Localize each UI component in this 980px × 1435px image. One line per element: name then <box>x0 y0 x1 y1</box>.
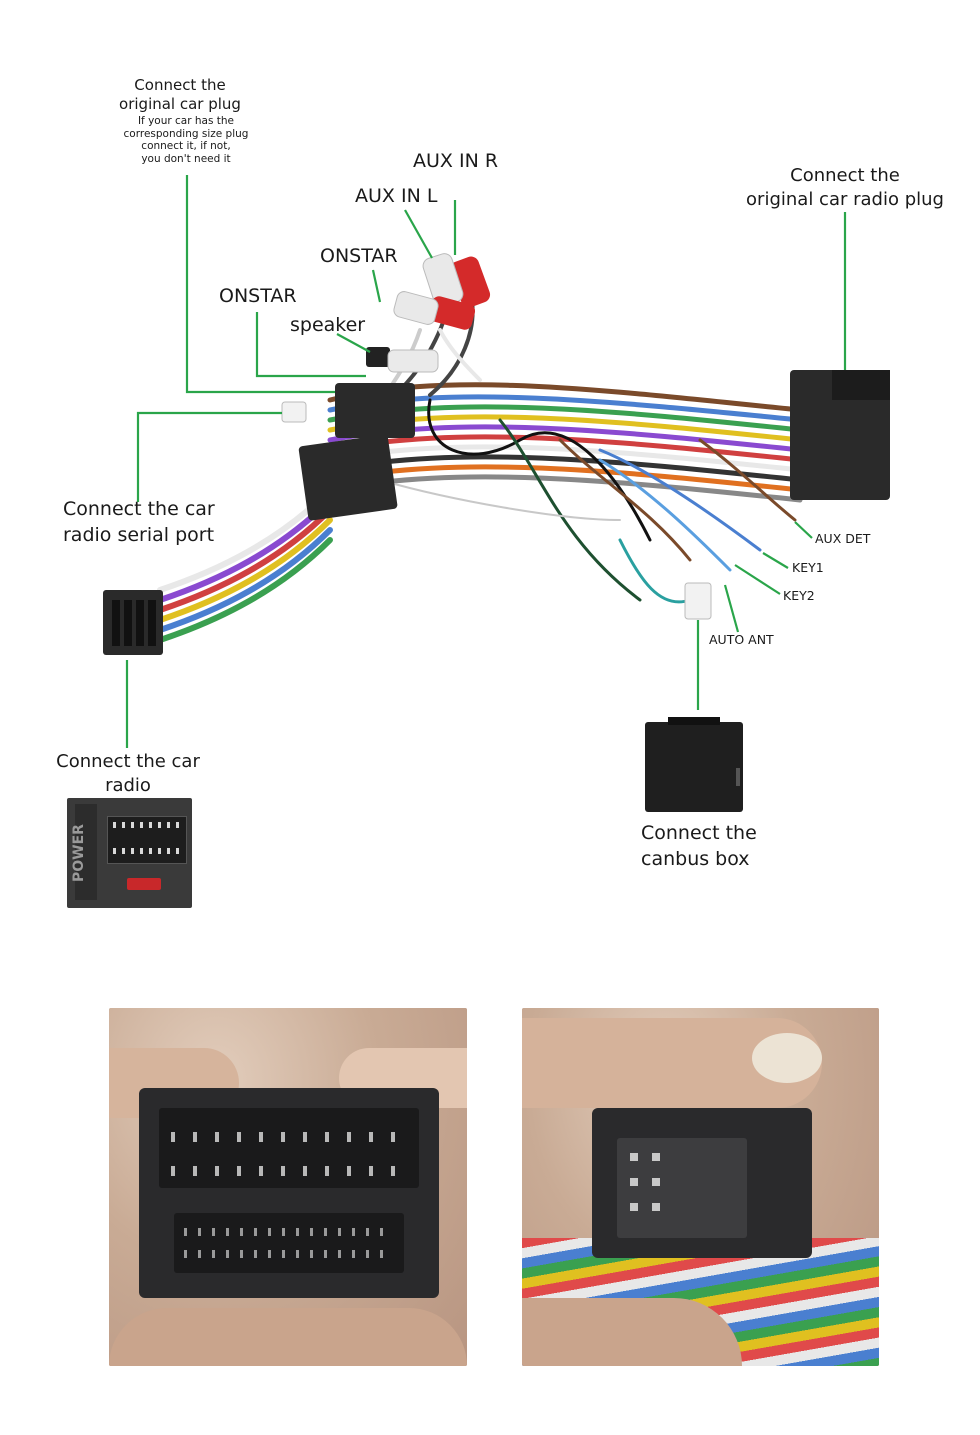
original-car-plug-note: If your car has the corresponding size p… <box>123 115 249 165</box>
serial-plug <box>281 401 307 423</box>
speaker-label: speaker <box>290 314 366 336</box>
key2-label: KEY2 <box>783 588 815 603</box>
fuse-icon <box>127 878 161 890</box>
connectors <box>103 370 890 655</box>
aux-in-l-label: AUX IN L <box>355 185 438 207</box>
canbus-box-label: Connect the canbus box <box>641 822 757 870</box>
key1-label: KEY1 <box>792 560 824 575</box>
aux-det-label: AUX DET <box>815 531 871 546</box>
original-radio-plug-label: Connect the original car radio plug <box>746 165 944 210</box>
large-connector-photo <box>109 1008 467 1366</box>
serial-port-label: Connect the car radio serial port <box>63 498 215 546</box>
onstar-label-2: ONSTAR <box>219 285 297 307</box>
power-panel-text: POWER <box>71 824 87 882</box>
power-socket-photo: POWER <box>67 798 192 908</box>
onstar-label-1: ONSTAR <box>320 245 398 267</box>
auto-ant-label: AUTO ANT <box>709 632 774 647</box>
aux-in-r-label: AUX IN R <box>413 150 499 172</box>
original-car-plug-title: Connect the original car plug <box>119 76 241 113</box>
canbus-box-shape <box>645 717 743 812</box>
rca-plugs <box>366 253 491 373</box>
leader-lines <box>125 175 847 748</box>
canbus-plug <box>684 582 712 620</box>
small-connector-photo <box>522 1008 879 1366</box>
